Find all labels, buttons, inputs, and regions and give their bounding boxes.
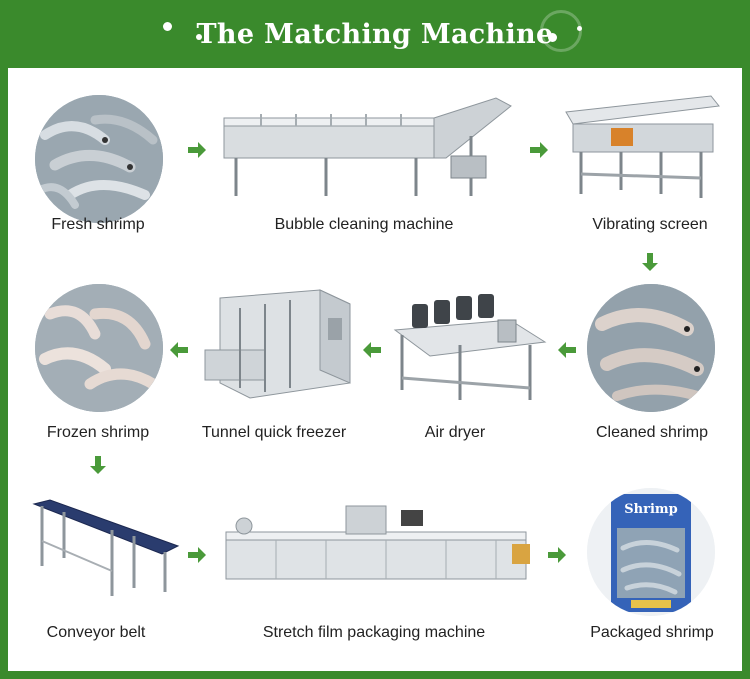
decorative-dot: [548, 33, 557, 42]
step-label-conveyor-belt: Conveyor belt: [46, 624, 146, 641]
frozen-shrimp-photo: [35, 284, 163, 412]
bubble-cleaning-machine-image: [216, 96, 516, 201]
decorative-dot: [163, 22, 172, 31]
arrow-left-icon: [558, 342, 576, 358]
decorative-ring: [540, 10, 582, 52]
arrow-right-icon: [548, 547, 566, 563]
step-label-packaged-shrimp: Packaged shrimp: [590, 624, 714, 641]
cleaned-shrimp-photo: [587, 284, 715, 412]
step-label-bubble-cleaning-machine: Bubble cleaning machine: [274, 216, 454, 233]
arrow-down-icon: [90, 456, 106, 474]
arrow-right-icon: [188, 547, 206, 563]
decorative-dot: [196, 34, 202, 40]
header: The Matching Machine: [0, 0, 750, 68]
arrow-left-icon: [170, 342, 188, 358]
vibrating-screen-image: [561, 94, 721, 202]
tunnel-quick-freezer-image: [200, 288, 355, 408]
package-label: Shrimp: [624, 502, 678, 517]
decorative-dot: [577, 26, 582, 31]
packaged-shrimp-photo: Shrimp: [587, 488, 715, 616]
page-title: The Matching Machine: [196, 18, 554, 50]
fresh-shrimp-photo: [35, 95, 163, 223]
stretch-film-packaging-machine-image: [216, 502, 536, 588]
air-dryer-image: [390, 290, 550, 410]
step-label-air-dryer: Air dryer: [424, 424, 486, 441]
arrow-right-icon: [188, 142, 206, 158]
step-label-fresh-shrimp: Fresh shrimp: [51, 216, 145, 233]
arrow-down-icon: [642, 253, 658, 271]
step-label-tunnel-quick-freezer: Tunnel quick freezer: [201, 424, 347, 441]
step-label-stretch-film-packaging-machine: Stretch film packaging machine: [262, 624, 486, 641]
step-label-vibrating-screen: Vibrating screen: [592, 216, 708, 233]
conveyor-belt-image: [30, 496, 180, 606]
arrow-right-icon: [530, 142, 548, 158]
step-label-frozen-shrimp: Frozen shrimp: [46, 424, 150, 441]
arrow-left-icon: [363, 342, 381, 358]
process-flow-panel: Fresh shrimp Bubble cleaning machine: [8, 68, 742, 671]
step-label-cleaned-shrimp: Cleaned shrimp: [595, 424, 709, 441]
